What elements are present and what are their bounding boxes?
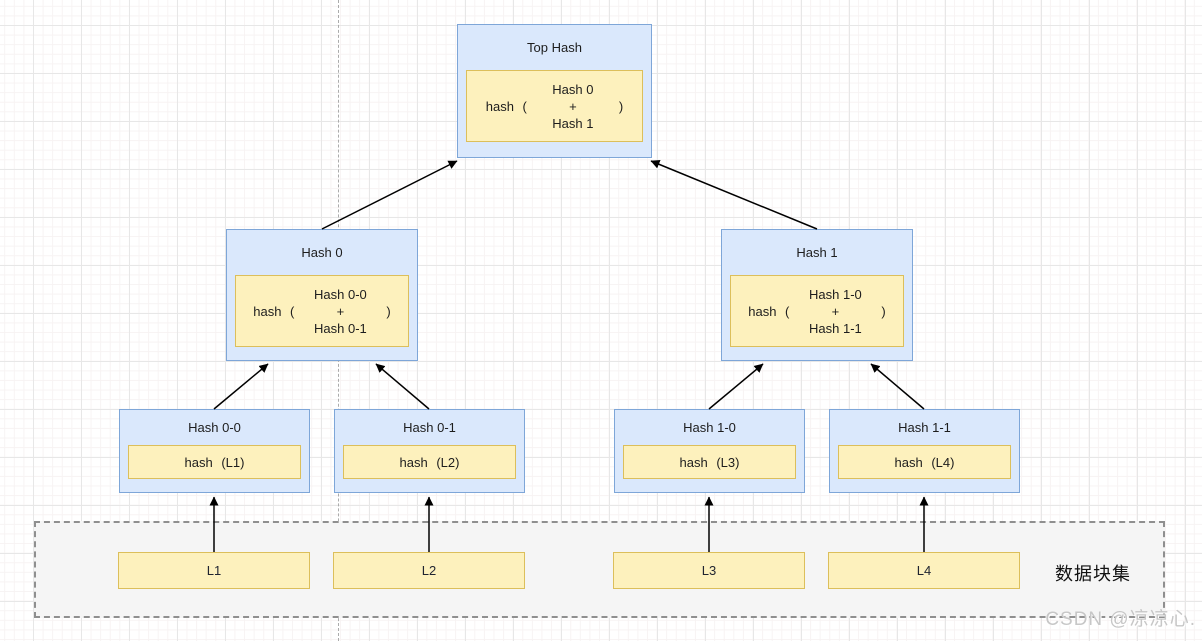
hash-expression-operands: Hash 0-0 + Hash 0-1 <box>294 286 386 337</box>
hash-expression: hash ( Hash 0 + Hash 1 ) <box>466 70 643 142</box>
hash-expression-prefix: hash ( <box>253 303 295 319</box>
node-title: Hash 0-1 <box>403 420 456 435</box>
node-hash-0-0: Hash 0-0 hash (L1) <box>119 409 310 493</box>
data-block-l4: L4 <box>828 552 1020 589</box>
hash-expression-suffix: ) <box>881 303 886 319</box>
operator-plus: + <box>569 98 577 114</box>
operand-a: Hash 1-0 <box>809 286 862 302</box>
node-hash-1: Hash 1 hash ( Hash 1-0 + Hash 1-1 ) <box>721 229 913 361</box>
arrow-hash01-to-hash0 <box>375 363 430 410</box>
node-title: Hash 1 <box>796 245 838 260</box>
hash-leaf-label: hash (L1) <box>128 445 301 479</box>
operand-a: Hash 0 <box>552 81 594 97</box>
hash-leaf-label: hash (L4) <box>838 445 1011 479</box>
operator-plus: + <box>336 303 345 319</box>
node-hash-1-1: Hash 1-1 hash (L4) <box>829 409 1020 493</box>
hash-leaf-label: hash (L3) <box>623 445 796 479</box>
arrow-hash10-to-hash1 <box>708 363 764 410</box>
hash-expression-operands: Hash 0 + Hash 1 <box>527 81 619 132</box>
node-title: Hash 0 <box>301 245 343 260</box>
arrow-hash00-to-hash0 <box>213 363 269 410</box>
node-hash-0: Hash 0 hash ( Hash 0-0 + Hash 0-1 ) <box>226 229 418 361</box>
node-top-hash: Top Hash hash ( Hash 0 + Hash 1 ) <box>457 24 652 158</box>
arrow-hash0-to-tophash <box>321 160 458 230</box>
hash-expression: hash ( Hash 1-0 + Hash 1-1 ) <box>730 275 904 347</box>
arrow-hash1-to-tophash <box>650 160 818 230</box>
hash-expression-suffix: ) <box>618 98 624 114</box>
operator-plus: + <box>831 303 840 319</box>
arrow-hash11-to-hash1 <box>870 363 925 410</box>
hash-expression-prefix: hash ( <box>748 303 790 319</box>
operand-b: Hash 1-1 <box>809 320 862 336</box>
operand-b: Hash 1 <box>552 115 594 131</box>
operand-b: Hash 0-1 <box>314 320 367 336</box>
node-title: Hash 1-0 <box>683 420 736 435</box>
operand-a: Hash 0-0 <box>314 286 367 302</box>
hash-expression-operands: Hash 1-0 + Hash 1-1 <box>789 286 881 337</box>
data-block-set-label: 数据块集 <box>1055 564 1131 584</box>
hash-expression: hash ( Hash 0-0 + Hash 0-1 ) <box>235 275 409 347</box>
node-hash-0-1: Hash 0-1 hash (L2) <box>334 409 525 493</box>
data-block-l3: L3 <box>613 552 805 589</box>
data-block-l2: L2 <box>333 552 525 589</box>
hash-expression-suffix: ) <box>386 303 391 319</box>
csdn-watermark: CSDN @凉凉心. <box>1045 609 1196 630</box>
hash-expression-prefix: hash ( <box>485 98 527 114</box>
data-block-l1: L1 <box>118 552 310 589</box>
node-title: Hash 1-1 <box>898 420 951 435</box>
hash-leaf-label: hash (L2) <box>343 445 516 479</box>
node-title: Top Hash <box>527 40 582 55</box>
node-title: Hash 0-0 <box>188 420 241 435</box>
node-hash-1-0: Hash 1-0 hash (L3) <box>614 409 805 493</box>
